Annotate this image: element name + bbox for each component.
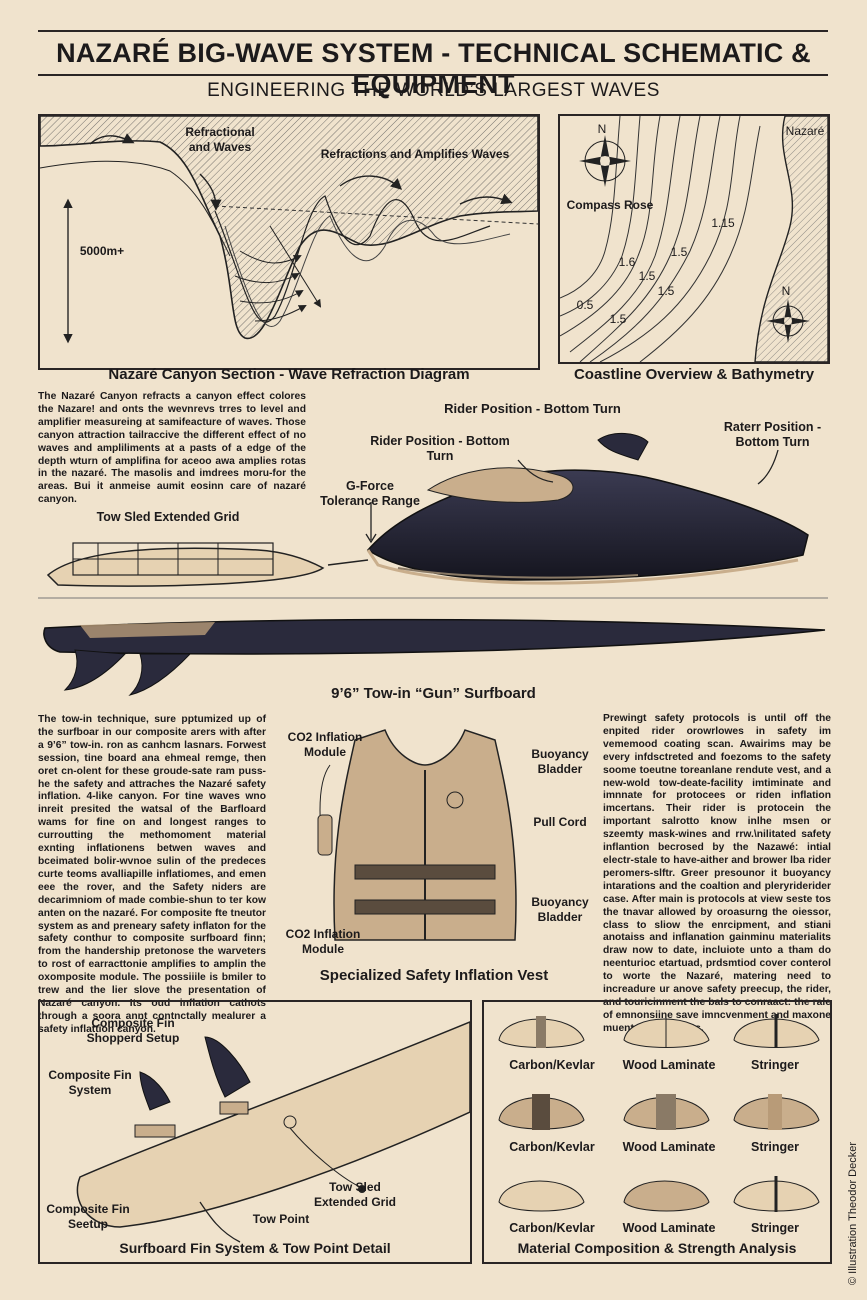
buoyancy-bladder-bottom-label: Buoyancy Bladder bbox=[531, 895, 589, 924]
jetski-illustration bbox=[38, 433, 828, 599]
material-label: Carbon/Kevlar bbox=[509, 1140, 595, 1154]
credit-text: © Illustration Theodor Decker bbox=[847, 1141, 859, 1285]
cross-section-icon bbox=[733, 1014, 820, 1048]
depth-value: 1.5 bbox=[638, 269, 656, 283]
material-label: Wood Laminate bbox=[622, 1140, 716, 1154]
co2-module-top-label: CO2 Inflation Module bbox=[287, 730, 363, 759]
fin-system-label: Composite Fin System bbox=[48, 1068, 132, 1097]
g-force-label: G-Force Tolerance Range bbox=[320, 479, 420, 508]
canyon-caption: Nazaré Canyon Section - Wave Refraction … bbox=[108, 366, 470, 383]
cross-section-icon bbox=[498, 1180, 585, 1212]
map-caption: Coastline Overview & Bathymetry bbox=[573, 366, 815, 383]
surfboard-caption: 9’6” Tow-in “Gun” Surfboard bbox=[331, 685, 536, 702]
material-label: Stringer bbox=[751, 1140, 799, 1154]
depth-value: 1.5 bbox=[609, 312, 627, 326]
tow-sled-label: Tow Sled Extended Grid bbox=[96, 510, 240, 524]
rider-position-right-label: Raterr Position - Bottom Turn bbox=[723, 420, 822, 449]
material-caption: Material Composition & Strength Analysis bbox=[517, 1240, 797, 1256]
cross-section-icon bbox=[498, 1094, 585, 1130]
depth-value: 1.5 bbox=[670, 245, 688, 259]
compass-label: Compass Rose bbox=[566, 198, 654, 212]
material-label: Carbon/Kevlar bbox=[509, 1058, 595, 1072]
vest-caption: Specialized Safety Inflation Vest bbox=[319, 967, 549, 984]
compass-rose-icon-small bbox=[766, 299, 810, 343]
refractional-label: Refractional and Waves bbox=[185, 125, 255, 154]
place-label: Nazaré bbox=[785, 124, 825, 138]
amplifies-label: Refractions and Amplifies Waves bbox=[320, 147, 510, 161]
fin-system-panel bbox=[38, 1000, 472, 1264]
material-label: Wood Laminate bbox=[622, 1221, 716, 1235]
coastline-map-panel bbox=[558, 114, 830, 364]
canyon-description: The Nazaré Canyon refracts a canyon effe… bbox=[38, 391, 306, 506]
cross-section-icon bbox=[623, 1094, 710, 1130]
tow-in-description: The tow-in technique, sure pptumized up … bbox=[38, 714, 266, 1035]
depth-label: 5000m+ bbox=[79, 244, 125, 258]
compass-rose-icon bbox=[579, 135, 631, 187]
pull-cord-label: Pull Cord bbox=[533, 815, 587, 829]
canyon-diagram-panel bbox=[38, 114, 540, 370]
depth-value: 1.5 bbox=[657, 284, 675, 298]
material-cross-sections bbox=[498, 1014, 820, 1212]
depth-value: 1.6 bbox=[618, 255, 636, 269]
fin-system-illustration bbox=[76, 1021, 470, 1243]
material-label: Wood Laminate bbox=[622, 1058, 716, 1072]
fin-shopperd-label: Composite Fin Shopperd Setup bbox=[86, 1016, 180, 1045]
bathymetry-map bbox=[560, 116, 828, 362]
rider-position-top-label: Rider Position - Bottom Turn bbox=[444, 401, 621, 416]
fin-caption: Surfboard Fin System & Tow Point Detail bbox=[119, 1240, 391, 1256]
canyon-wave-diagram bbox=[40, 116, 538, 344]
co2-module-bottom-label: CO2 Inflation Module bbox=[285, 927, 361, 956]
north-label-small: N bbox=[781, 284, 791, 298]
depth-value: 0.5 bbox=[576, 298, 594, 312]
safety-vest-illustration bbox=[317, 729, 517, 941]
tow-sled-detail-label: Tow Sled Extended Grid bbox=[313, 1180, 396, 1209]
cross-section-icon bbox=[733, 1176, 820, 1212]
buoyancy-bladder-top-label: Buoyancy Bladder bbox=[531, 747, 589, 776]
safety-protocol-description: Prewingt safety protocols is until off t… bbox=[603, 713, 831, 1034]
depth-value: 1.15 bbox=[711, 216, 735, 230]
gun-surfboard-illustration bbox=[43, 618, 826, 696]
material-panel bbox=[482, 1000, 832, 1264]
material-label: Stringer bbox=[751, 1058, 799, 1072]
material-label: Stringer bbox=[751, 1221, 799, 1235]
cross-section-icon bbox=[733, 1094, 820, 1130]
north-label: N bbox=[597, 122, 607, 136]
cross-section-icon bbox=[498, 1016, 585, 1048]
illustration-credit: © Illustration Theodor Decker bbox=[847, 1085, 861, 1285]
cross-section-icon bbox=[623, 1180, 710, 1212]
tow-point-label: Tow Point bbox=[252, 1212, 310, 1226]
fin-seetup-label: Composite Fin Seetup bbox=[46, 1202, 130, 1231]
rider-position-mid-label: Rider Position - Bottom Turn bbox=[370, 434, 510, 463]
cross-section-icon bbox=[623, 1014, 710, 1048]
material-label: Carbon/Kevlar bbox=[509, 1221, 595, 1235]
page-subtitle: ENGINEERING THE WORLD’S LARGEST WAVES bbox=[207, 80, 660, 101]
